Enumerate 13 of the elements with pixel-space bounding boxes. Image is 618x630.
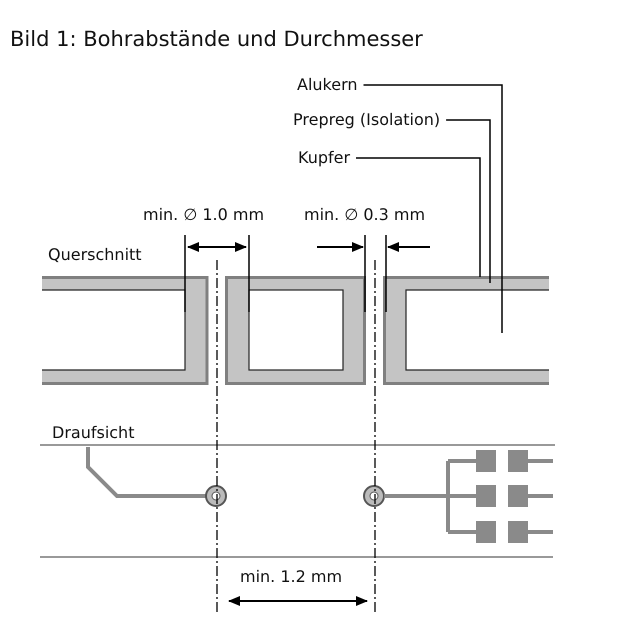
leader-line xyxy=(446,119,491,283)
leader-line xyxy=(364,84,503,333)
section-label: Draufsicht xyxy=(52,423,134,443)
dimension-label: min. ∅ 0.3 mm xyxy=(304,205,426,225)
leader-line xyxy=(356,157,481,277)
dimension-label: min. ∅ 1.0 mm xyxy=(143,205,264,225)
part-label: Prepreg (Isolation) xyxy=(293,110,440,130)
section-label: Querschnitt xyxy=(48,245,142,265)
part-label: Alukern xyxy=(297,75,358,95)
part-label: Kupfer xyxy=(298,148,350,168)
dimension-label: min. 1.2 mm xyxy=(240,567,342,587)
aluminium-core xyxy=(405,289,549,371)
figure-title: Bild 1: Bohrabstände und Durchmesser xyxy=(10,26,423,52)
